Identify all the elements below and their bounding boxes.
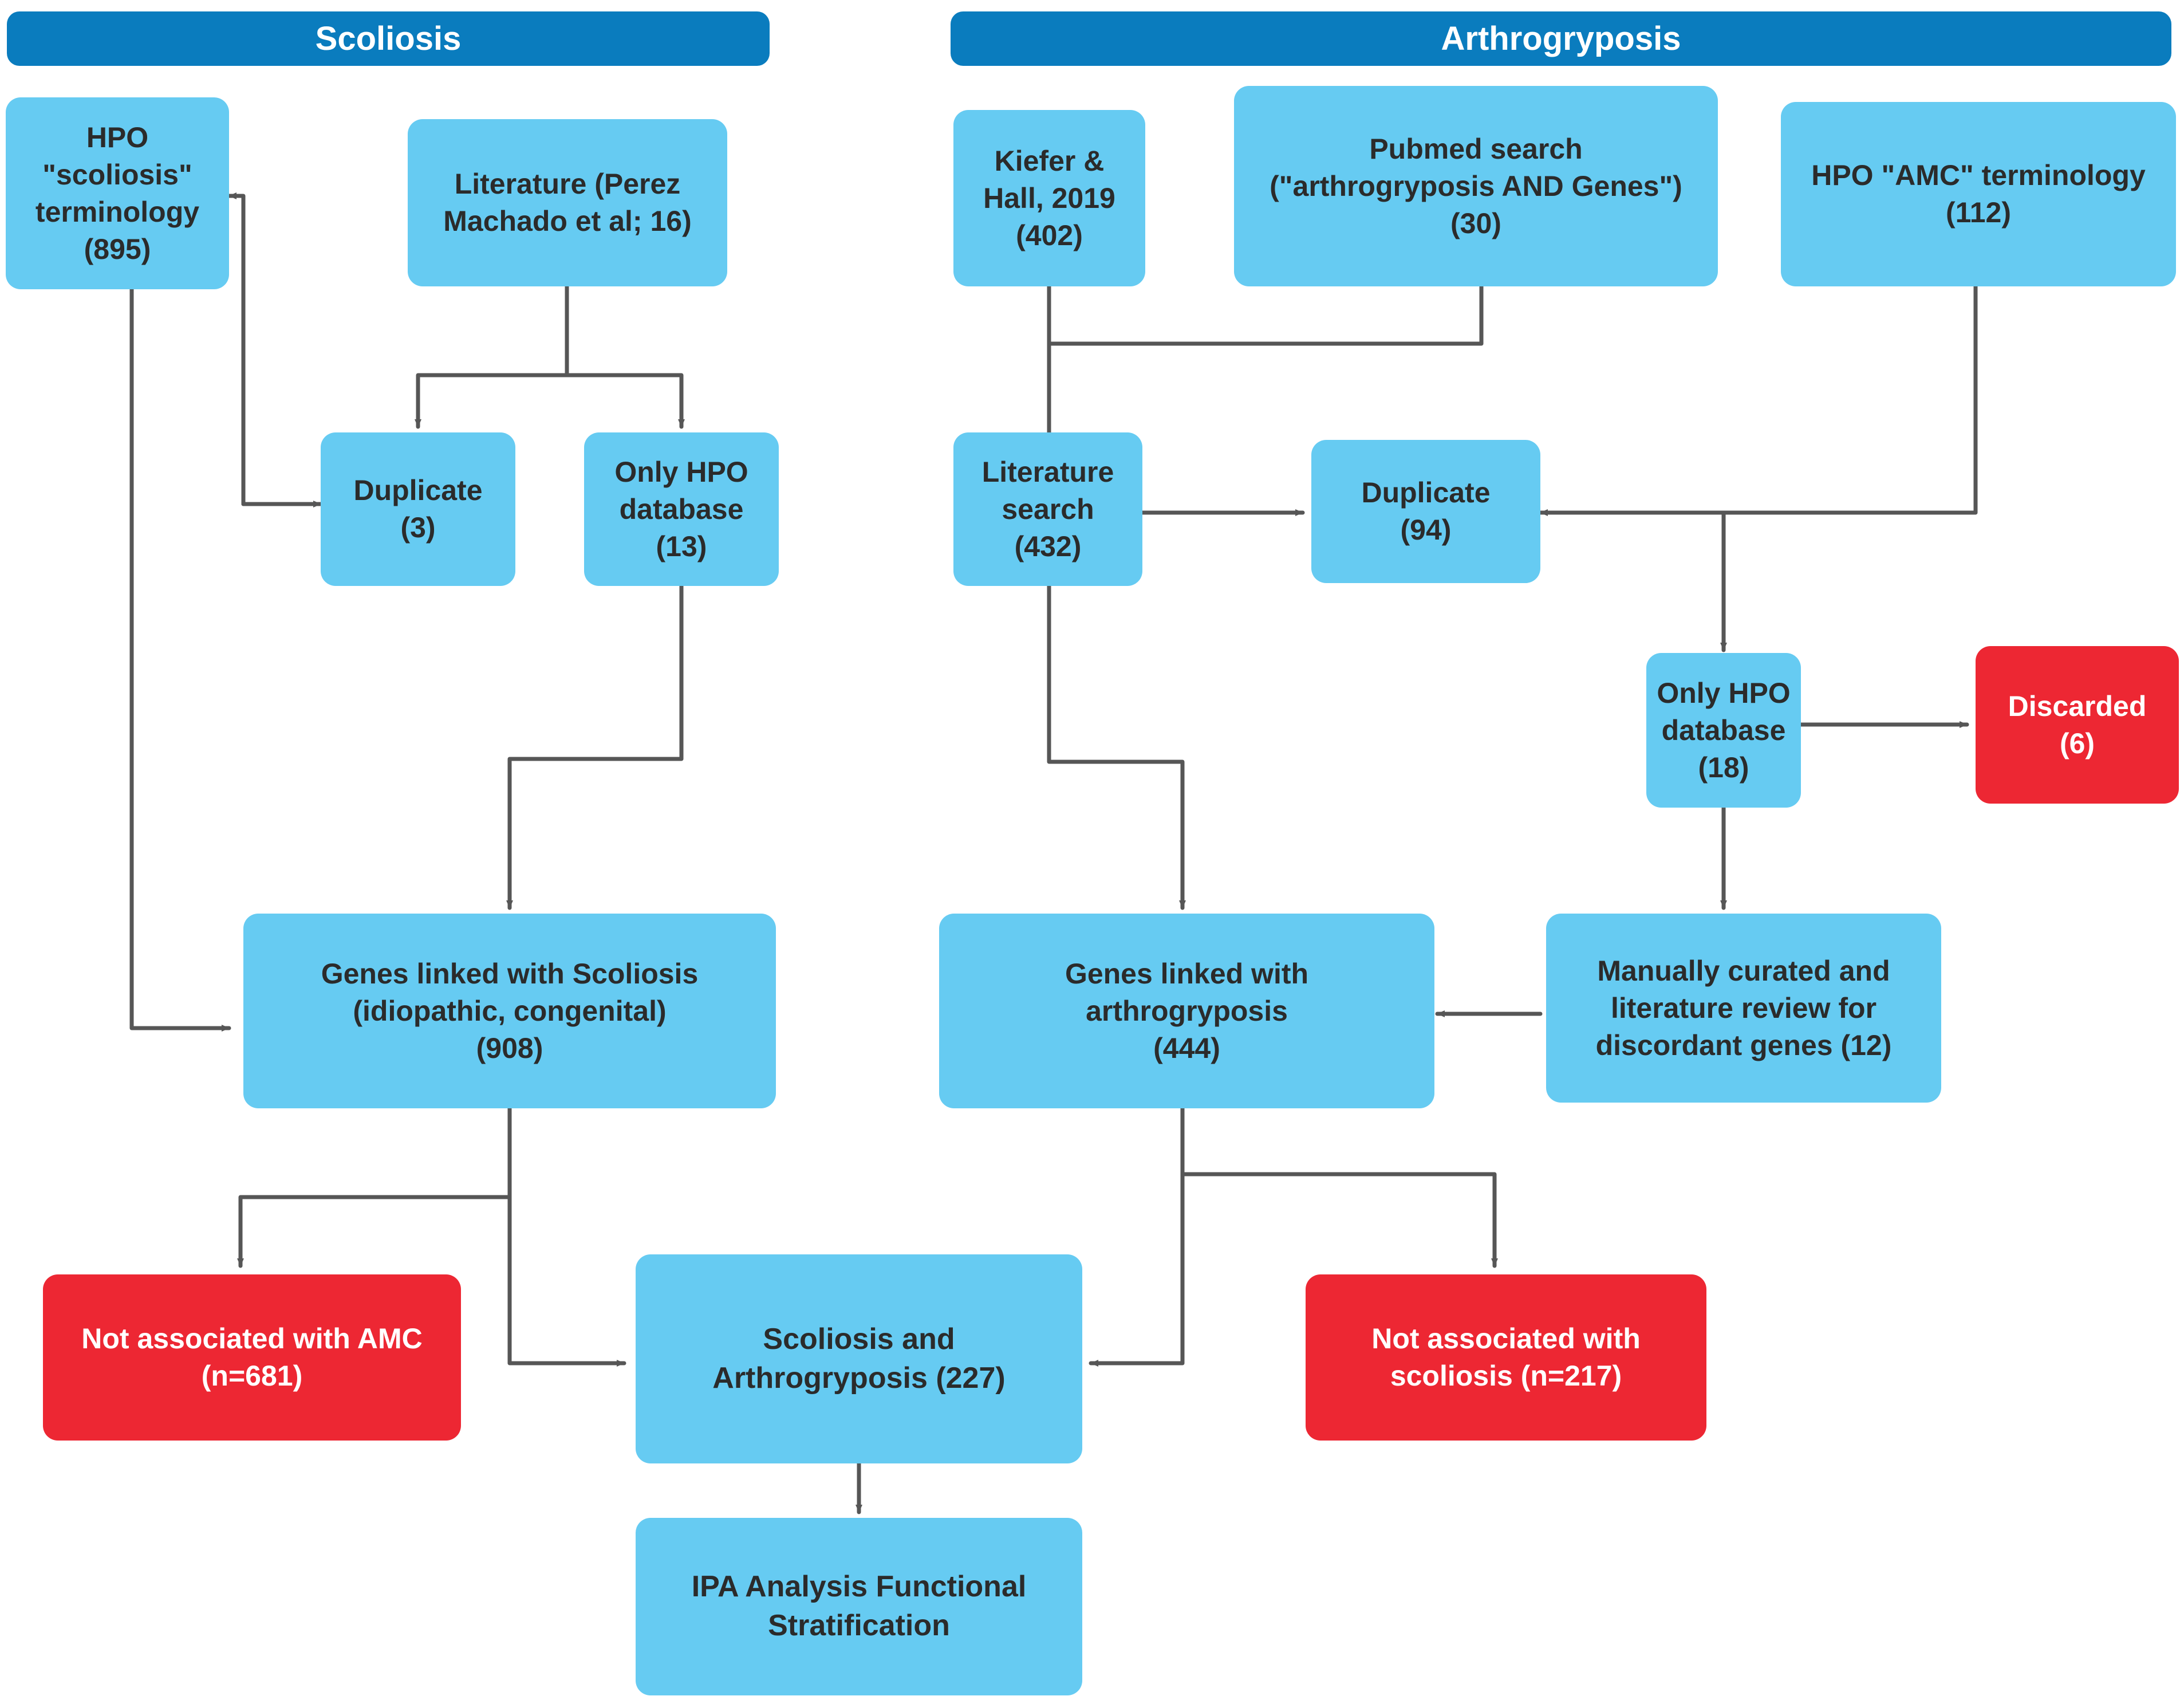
header-arthrogryposis: Arthrogryposis (951, 11, 2171, 66)
edge-genes-arthro-to-center (1089, 1103, 1185, 1367)
node-hpo-amc-label: HPO "AMC" terminology (112) (1811, 159, 2146, 229)
node-literature-perez-label: Literature (Perez Machado et al; 16) (443, 168, 692, 237)
node-only-hpo-18-label: Only HPO database (18) (1657, 676, 1791, 784)
node-kiefer-hall-label: Kiefer & Hall, 2019 (402) (983, 144, 1115, 251)
edge-literature-to-onlyhpo13 (565, 284, 685, 429)
node-only-hpo-13-label: Only HPO database (13) (614, 455, 748, 562)
node-genes-linked-arthro-label: Genes linked with arthrogryposis (444) (1065, 957, 1309, 1064)
node-discarded-label: Discarded (6) (2008, 690, 2147, 760)
edge-hpo-to-duplicate3 (241, 201, 323, 507)
edge-onlyhpo13-to-genes-scoliosis (506, 582, 684, 910)
node-pubmed-search[interactable]: Pubmed search ("arthrogryposis AND Genes… (1234, 86, 1718, 286)
edge-hpoamc-to-duplicate94 (1538, 284, 1978, 516)
node-duplicate-3[interactable]: Duplicate (3) (321, 432, 515, 586)
node-not-associated-amc-label: Not associated with AMC (n=681) (81, 1323, 423, 1392)
edge-duplicate3-to-hpo (227, 192, 337, 506)
header-scoliosis: Scoliosis (7, 11, 770, 66)
node-ipa-analysis[interactable]: IPA Analysis Functional Stratification (636, 1518, 1082, 1695)
node-duplicate-3-label: Duplicate (3) (353, 474, 483, 544)
node-hpo-amc-terminology[interactable]: HPO "AMC" terminology (112) (1781, 102, 2176, 286)
node-genes-linked-scoliosis[interactable]: Genes linked with Scoliosis (idiopathic,… (243, 914, 776, 1108)
node-literature-search-432[interactable]: Literature search (432) (953, 432, 1142, 586)
node-manually-curated-discordant[interactable]: Manually curated and literature review f… (1546, 914, 1941, 1103)
node-duplicate-94[interactable]: Duplicate (94) (1311, 440, 1540, 583)
node-duplicate-94-label: Duplicate (94) (1361, 477, 1491, 546)
edge-pubmed-to-litsearch (1047, 284, 1484, 346)
node-genes-linked-arthrogryposis[interactable]: Genes linked with arthrogryposis (444) (939, 914, 1434, 1108)
node-not-associated-with-amc[interactable]: Not associated with AMC (n=681) (43, 1274, 461, 1441)
edge-litsearch-to-genes-arthro (1047, 582, 1186, 910)
node-not-associated-with-scoliosis[interactable]: Not associated with scoliosis (n=217) (1306, 1274, 1706, 1441)
node-kiefer-hall-2019[interactable]: Kiefer & Hall, 2019 (402) (953, 110, 1145, 286)
node-discarded-6[interactable]: Discarded (6) (1976, 646, 2179, 804)
node-hpo-scoliosis-terminology[interactable]: HPO "scoliosis" terminology (895) (6, 97, 229, 289)
node-ipa-analysis-label: IPA Analysis Functional Stratification (691, 1570, 1027, 1642)
header-arthrogryposis-label: Arthrogryposis (1441, 19, 1681, 57)
node-literature-search-label: Literature search (432) (981, 455, 1114, 562)
node-pubmed-search-label: Pubmed search ("arthrogryposis AND Genes… (1270, 132, 1682, 239)
edge-genes-scoliosis-to-center (507, 1103, 626, 1367)
node-genes-linked-scoliosis-label: Genes linked with Scoliosis (idiopathic,… (321, 957, 699, 1064)
edge-genes-arthro-to-notscoliosis (1180, 1103, 1498, 1268)
node-manually-curated-label: Manually curated and literature review f… (1595, 954, 1892, 1061)
node-hpo-scoliosis-label: HPO "scoliosis" terminology (895) (35, 121, 200, 265)
node-not-associated-scoliosis-label: Not associated with scoliosis (n=217) (1371, 1323, 1641, 1392)
node-scoliosis-and-arthro-label: Scoliosis and Arthrogryposis (227) (712, 1322, 1006, 1395)
node-scoliosis-and-arthrogryposis[interactable]: Scoliosis and Arthrogryposis (227) (636, 1254, 1082, 1463)
edge-genes-scoliosis-to-notamc (237, 1103, 512, 1268)
node-only-hpo-database-13[interactable]: Only HPO database (13) (584, 432, 779, 586)
edge-literature-to-duplicate3 (415, 284, 569, 429)
edge-hpo-to-genes-scoliosis (129, 287, 231, 1032)
node-literature-perez-machado[interactable]: Literature (Perez Machado et al; 16) (408, 119, 727, 286)
node-only-hpo-database-18[interactable]: Only HPO database (18) (1646, 653, 1801, 808)
header-scoliosis-label: Scoliosis (315, 19, 462, 57)
